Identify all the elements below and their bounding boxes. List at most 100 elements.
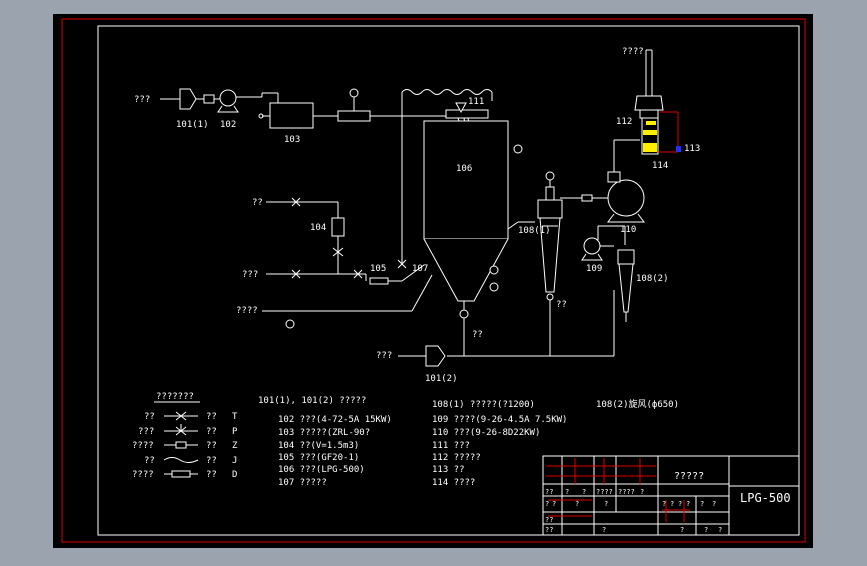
- svg-text:??: ??: [206, 441, 217, 451]
- label-feed-in: ???: [134, 95, 150, 105]
- scrubber-112: [634, 95, 664, 111]
- svg-text:????: ????: [132, 470, 154, 480]
- blower-102: [219, 89, 237, 107]
- label-108-2: 108(2): [636, 274, 669, 284]
- equip-item: 108(1) ?????(?1200): [432, 400, 535, 410]
- label-103: 103: [284, 135, 300, 145]
- svg-text:?: ?: [712, 500, 716, 508]
- svg-text:?: ?: [704, 526, 708, 534]
- svg-text:?: ?: [718, 526, 722, 534]
- svg-text:?: ?: [670, 500, 674, 508]
- valve-icon: [291, 269, 301, 279]
- distributor-111: [445, 109, 489, 119]
- svg-text:??: ??: [206, 427, 217, 437]
- equip-item: 101(1), 101(2) ?????: [258, 396, 366, 406]
- thermometer-icon: [513, 144, 523, 154]
- equip-item: 104 ??(V=1.5m3): [278, 441, 359, 451]
- svg-text:?: ?: [545, 500, 549, 508]
- svg-text:??: ??: [545, 488, 553, 496]
- label-104: 104: [310, 223, 326, 233]
- heater-103: [269, 102, 314, 129]
- svg-text:??: ??: [144, 412, 155, 422]
- svg-text:?: ?: [552, 500, 556, 508]
- inline-filter: [337, 110, 371, 122]
- legend: ??????? ?? ?? T ??? ?? P ???? ?? Z ?? ??: [132, 392, 238, 480]
- gauge-icon: [349, 88, 359, 98]
- outer-frame: [61, 18, 806, 543]
- label-product2: ??: [472, 330, 483, 340]
- pump-113: [676, 146, 681, 152]
- legend-title: ???????: [156, 392, 194, 402]
- discharge-valve-icon: [459, 309, 469, 319]
- svg-text:??: ??: [206, 470, 217, 480]
- svg-text:?: ?: [686, 500, 690, 508]
- svg-text:?: ?: [582, 488, 586, 496]
- heater-105: [369, 277, 389, 285]
- valve-icon: [397, 259, 407, 269]
- title-block: ????? LPG-500 ?? ? ? ???? ???? ? ? ? ? ?…: [542, 455, 800, 536]
- equip-item: 109 ????(9-26-4.5A 7.5KW): [432, 415, 567, 425]
- label-114: 114: [652, 161, 668, 171]
- svg-text:??: ??: [206, 456, 217, 466]
- level-marker: [643, 130, 657, 135]
- label-102: 102: [220, 120, 236, 130]
- label-109: 109: [586, 264, 602, 274]
- control-valve-icon: [175, 424, 187, 436]
- label-steam-in: ??: [252, 198, 263, 208]
- svg-text:??: ??: [545, 526, 553, 534]
- label-111: 111: [468, 97, 484, 107]
- filter-101-2: [425, 345, 446, 367]
- equip-item: 111 ???: [432, 441, 470, 451]
- svg-text:?: ?: [700, 500, 704, 508]
- svg-text:???: ???: [138, 427, 154, 437]
- drawing-title: ?????: [674, 471, 704, 482]
- svg-text:P: P: [232, 427, 238, 437]
- svg-text:????: ????: [132, 441, 154, 451]
- svg-text:D: D: [232, 470, 237, 480]
- legend-row: ???? ?? D: [132, 470, 237, 480]
- legend-row: ???? ?? Z: [132, 441, 238, 451]
- title-block-cells: ?? ? ? ???? ???? ? ? ? ? ? ? ? ? ? ? ? ?…: [545, 488, 722, 534]
- valve-icon: [291, 197, 301, 207]
- label-air-in: ???: [376, 351, 392, 361]
- cyclone-108-2: [617, 249, 635, 265]
- valve-icon: [353, 269, 363, 279]
- svg-text:?: ?: [565, 488, 569, 496]
- equip-item: 112 ?????: [432, 453, 481, 463]
- inner-frame: [97, 25, 800, 536]
- drawing-number: LPG-500: [740, 491, 791, 505]
- svg-text:?: ?: [678, 500, 682, 508]
- label-113: 113: [684, 144, 700, 154]
- valve-icon: [175, 411, 187, 421]
- equip-item: 108(2)旋风(ф650): [596, 398, 679, 410]
- svg-text:????: ????: [596, 488, 613, 496]
- flex-hose-icon: [163, 457, 199, 463]
- label-107: 107: [412, 264, 428, 274]
- label-top-out: ????: [622, 47, 644, 57]
- fan-109: [583, 237, 601, 255]
- piping: [160, 89, 640, 357]
- label-101-1: 101(1): [176, 120, 209, 130]
- equip-item: 113 ??: [432, 465, 465, 475]
- fan-110: [607, 179, 645, 217]
- equip-item: 110 ???(9-26-8D22KW): [432, 428, 540, 438]
- svg-text:?: ?: [604, 500, 608, 508]
- equip-item: 102 ???(4-72-5A 15KW): [278, 415, 392, 425]
- filter-101-1: [179, 88, 197, 110]
- legend-row: ?? ?? J: [144, 456, 237, 466]
- svg-text:T: T: [232, 412, 238, 422]
- gauge-icon: [285, 319, 295, 329]
- svg-text:?: ?: [602, 526, 606, 534]
- equip-item: 106 ???(LPG-500): [278, 465, 365, 475]
- flow-meter: [203, 94, 215, 104]
- label-water-in: ???: [242, 270, 258, 280]
- valve-icon: [332, 247, 344, 257]
- heater-icon: [171, 470, 191, 478]
- cyclone-108-1: [537, 199, 563, 219]
- legend-row: ??? ?? P: [138, 424, 238, 437]
- label-110: 110: [620, 225, 636, 235]
- label-product1: ??: [556, 300, 567, 310]
- svg-text:?: ?: [575, 500, 579, 508]
